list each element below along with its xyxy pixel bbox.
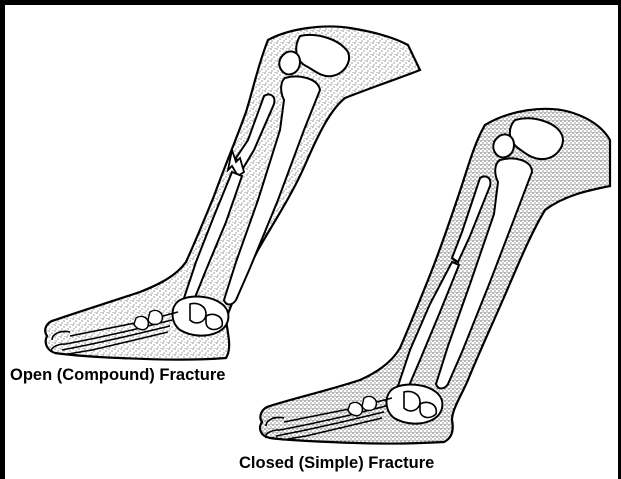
patella-bone	[493, 134, 514, 157]
patella-bone	[279, 51, 300, 74]
leg-with-closed-fracture-icon	[260, 109, 610, 444]
closed-fracture-caption: Closed (Simple) Fracture	[239, 454, 434, 473]
leg-with-open-fracture-icon	[45, 27, 420, 360]
open-fracture-caption: Open (Compound) Fracture	[10, 366, 225, 385]
